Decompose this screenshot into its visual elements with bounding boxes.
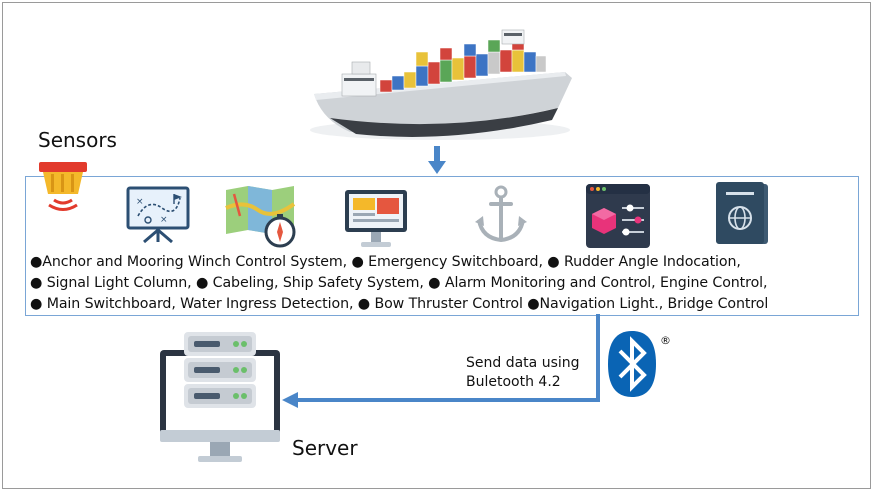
sensor-line-2: ● Signal Light Column, ● Cabeling, Ship … bbox=[30, 275, 768, 291]
send-line-2: Buletooth 4.2 bbox=[466, 374, 561, 390]
server-label: Server bbox=[292, 436, 358, 460]
sensor-box bbox=[25, 176, 859, 316]
svg-text:×: × bbox=[160, 215, 168, 225]
alarm-beacon-icon bbox=[39, 162, 87, 211]
control-panel-icon bbox=[586, 184, 650, 248]
monitor-icon bbox=[345, 190, 407, 247]
anchor-icon bbox=[475, 185, 527, 243]
strategy-board-icon: × × bbox=[126, 186, 190, 244]
passport-icon bbox=[716, 182, 768, 244]
down-arrow bbox=[428, 146, 446, 174]
container-ship-icon bbox=[310, 29, 572, 140]
send-line-1: Send data using bbox=[466, 355, 580, 371]
server-monitor-icon bbox=[160, 332, 280, 462]
sensor-line-1: ●Anchor and Mooring Winch Control System… bbox=[30, 254, 741, 270]
data-flow-arrow bbox=[282, 314, 600, 408]
registered-mark: ® bbox=[660, 334, 671, 347]
send-data-label: Send data using Buletooth 4.2 bbox=[466, 354, 580, 392]
sensor-line-3: ● Main Switchboard, Water Ingress Detect… bbox=[30, 296, 769, 312]
svg-text:×: × bbox=[136, 197, 144, 207]
sensors-title: Sensors bbox=[38, 128, 117, 152]
bluetooth-icon bbox=[608, 331, 656, 397]
map-compass-icon bbox=[225, 186, 296, 248]
sensor-list-text: ●Anchor and Mooring Winch Control System… bbox=[30, 252, 860, 315]
